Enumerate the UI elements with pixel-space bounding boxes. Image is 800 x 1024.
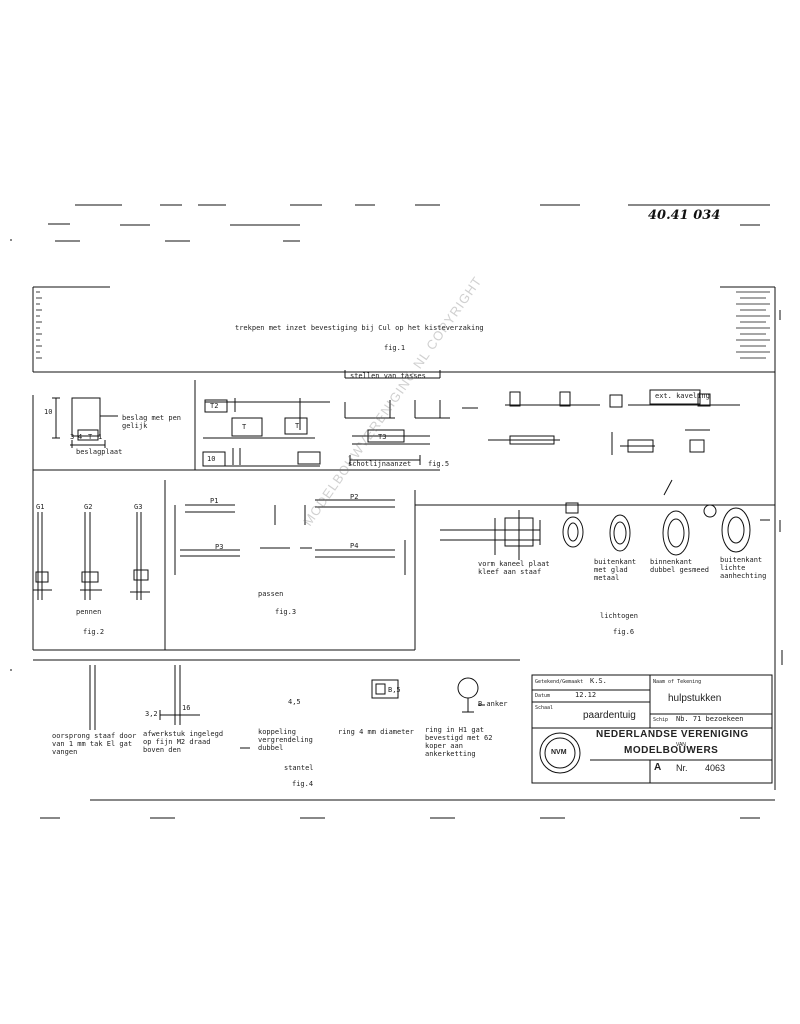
pennen-label: pennen: [76, 608, 102, 616]
beslagplaat-label: beslagplaat: [76, 448, 123, 456]
label-p3: P3: [215, 543, 224, 551]
round-note-1: buitenkant met glad metaal: [594, 558, 637, 582]
left-scale: [36, 291, 42, 359]
dim-16: 16: [182, 704, 191, 712]
cross-note: vorm kaneel plaat kleef aan staaf: [478, 560, 550, 576]
nvm-stamp: NVM: [551, 749, 567, 756]
fig1-label: fig.1: [384, 344, 406, 352]
label-p4: P4: [350, 542, 359, 550]
schotlijn-label: schotlijnaanzet: [348, 460, 412, 468]
lichtogen-label: lichtogen: [600, 612, 638, 620]
passen-label: passen: [258, 590, 284, 598]
shackle-note: ring in H1 gat bevestigd met 62 koper aa…: [425, 726, 493, 758]
round-note-2: binnenkant dubbel gesmeed: [650, 558, 710, 574]
dim-10: 10: [44, 408, 53, 416]
title-block-frame: [531, 674, 773, 784]
value-onderdeel: paardentuig: [583, 710, 636, 721]
side-borders: [10, 286, 783, 790]
rail-drawings: [202, 389, 740, 467]
passen-drawings: [174, 499, 406, 575]
main-title: trekpen met inzet bevestiging bij Cul op…: [235, 324, 484, 332]
dim-t: T: [88, 433, 93, 441]
field-schip: Schip: [653, 717, 669, 723]
label-bs: B,5: [388, 686, 401, 694]
label-t3: T3: [378, 433, 387, 441]
org-line-2: VAN: [676, 742, 686, 748]
field-formaat: A: [654, 762, 662, 773]
field-tekening: Naam of Tekening: [653, 679, 702, 685]
anker-label: B anker: [478, 700, 508, 708]
ring-note-2: ring 4 mm diameter: [338, 728, 414, 736]
value-nr: 4063: [705, 763, 726, 773]
fig2-label: fig.2: [83, 628, 105, 636]
staaf-note: oorsprong staaf door van 1 mm tak El gat…: [52, 732, 137, 756]
label-t-rail: T: [242, 423, 247, 431]
drawing-ref-number: 40.41 034: [648, 208, 721, 223]
pennen-drawings: [33, 512, 150, 600]
label-g3: G3: [134, 503, 143, 511]
fig6-label: fig.6: [613, 628, 635, 636]
lichtogen-drawings: [562, 479, 770, 556]
ext-note: ext. kaveling: [655, 392, 710, 400]
fig4-label: fig.4: [292, 780, 314, 788]
fig3-label: fig.3: [275, 608, 297, 616]
dim-45: 4,5: [288, 698, 301, 706]
field-getekend: Getekend/Gemaakt: [535, 679, 584, 685]
dim-32: 3,2: [145, 710, 158, 718]
label-g1: G1: [36, 503, 45, 511]
value-datum: 12.12: [575, 691, 597, 699]
round-note-3: buitenkant lichte aanhechting: [720, 556, 767, 580]
label-t2: T2: [210, 402, 219, 410]
field-nr: Nr.: [676, 763, 688, 773]
value-schip: Nb. 71 bezoekeen: [676, 715, 744, 723]
label-10: 10: [207, 455, 216, 463]
stantel-label: stantel: [284, 764, 314, 772]
label-g2: G2: [84, 503, 93, 511]
label-p2: P2: [350, 493, 359, 501]
beslag-block: [52, 397, 118, 448]
value-getekend: K.S.: [590, 677, 607, 685]
org-line-3: MODELBOUWERS: [624, 745, 719, 756]
label-t-rail2: T: [295, 422, 300, 430]
beslag-note: beslag met pen gelijk: [122, 414, 182, 430]
field-datum: Datum: [535, 693, 551, 699]
org-line-1: NEDERLANDSE VERENIGING: [596, 729, 749, 740]
fig1-frame: [33, 370, 775, 661]
value-tekening: hulpstukken: [668, 693, 722, 704]
plaat-note: afwerkstuk ingelegd op fijn M2 draad bov…: [143, 730, 224, 754]
stantel-drawings: [89, 665, 485, 749]
dim-3: 3: [70, 433, 75, 441]
right-scale: [736, 291, 770, 359]
ring-note-1: koppeling vergrendeling dubbel: [258, 728, 313, 752]
dim-4: 4: [78, 433, 83, 441]
dim-1: 1: [98, 433, 103, 441]
top-border: [10, 204, 770, 242]
stellen-label: stellen van tasses: [350, 372, 426, 380]
label-p1: P1: [210, 497, 219, 505]
bottom-border: [40, 799, 775, 819]
kaneel-drawing: [440, 510, 541, 560]
fig-tag: fig.5: [428, 460, 450, 468]
field-schaal: Schaal: [535, 705, 554, 711]
